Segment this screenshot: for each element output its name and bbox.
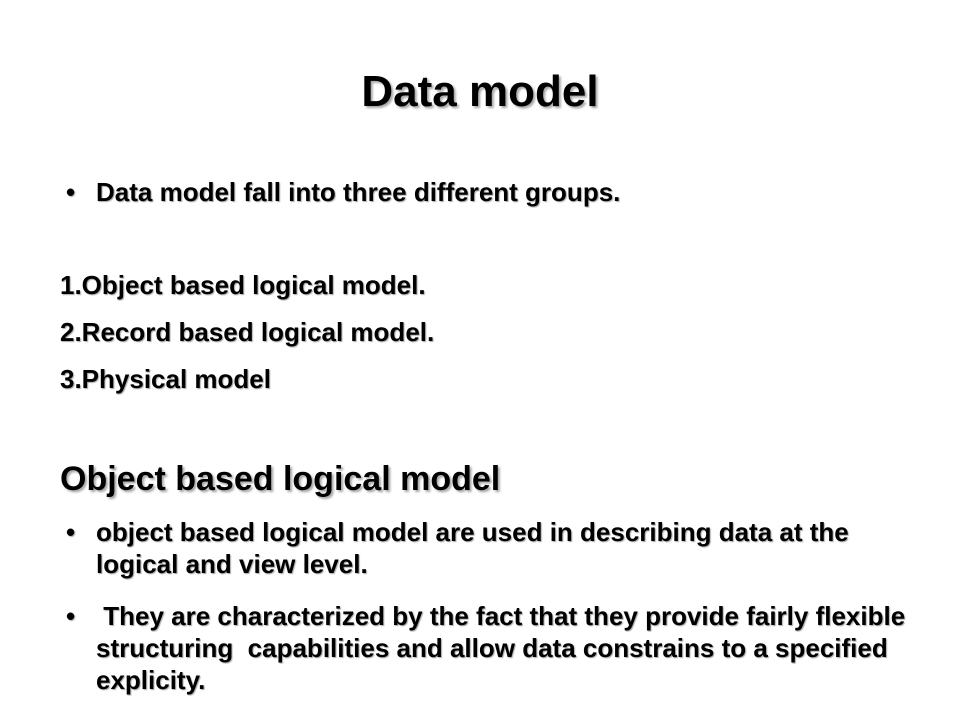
intro-bullet-text: Data model fall into three different gro…	[96, 177, 621, 207]
slide-title: Data model	[361, 67, 599, 116]
numbered-item-2: 2.Record based logical model.	[60, 317, 435, 347]
bullet-symbol: •	[66, 517, 76, 547]
section-bullet-2-text: They are characterized by the fact that …	[96, 601, 913, 695]
numbered-item-3: 3.Physical model	[60, 364, 271, 394]
section-heading: Object based logical model	[60, 460, 501, 498]
section-bullet-1: • object based logical model are used in…	[66, 516, 916, 580]
intro-bullet: • Data model fall into three different g…	[66, 176, 916, 208]
numbered-item-1: 1.Object based logical model.	[60, 270, 426, 300]
bullet-symbol: •	[66, 177, 76, 207]
section-bullet-2: • They are characterized by the fact tha…	[66, 600, 916, 696]
bullet-symbol: •	[66, 601, 76, 631]
section-bullet-1-text: object based logical model are used in d…	[96, 517, 849, 579]
